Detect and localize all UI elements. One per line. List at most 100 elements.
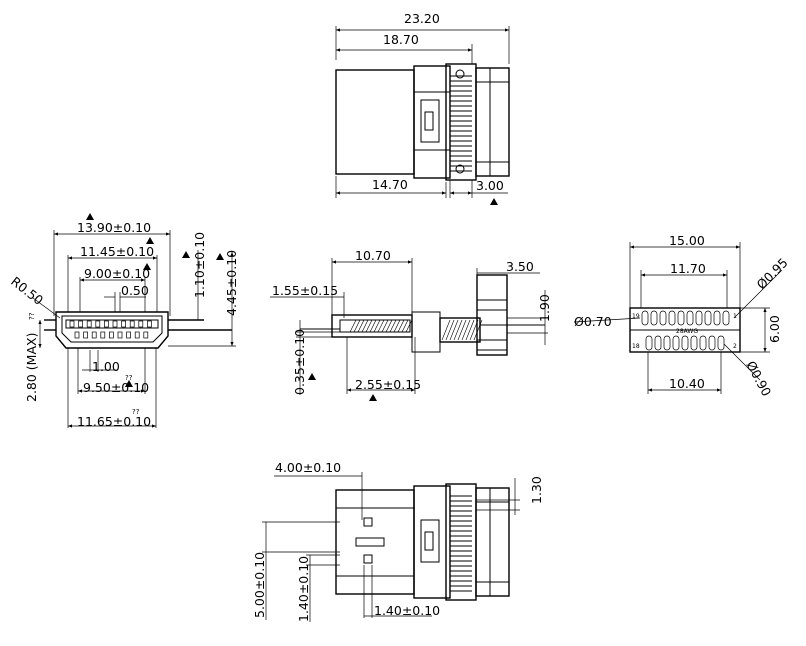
contact-pin	[95, 320, 101, 328]
dim-1-30: 1.30	[529, 476, 544, 504]
dim-11-45: 11.45±0.10	[80, 244, 154, 259]
dim-1-55: 1.55±0.15	[272, 283, 338, 298]
hatch-line	[473, 319, 483, 341]
hatch-line	[373, 319, 381, 333]
solder-cup	[645, 335, 653, 351]
hatch-line	[405, 319, 413, 333]
dim-15-00: 15.00	[669, 233, 705, 248]
hatch-line	[397, 319, 405, 333]
dim-9-00: 9.00±0.10	[84, 266, 150, 281]
unknown-mark-3: ??	[132, 408, 140, 416]
hatch-line	[361, 319, 369, 333]
contact-pin	[86, 320, 92, 328]
contact-pin	[74, 331, 80, 339]
side-view: 10.70 3.50 1.55±0.15 1.90 0.35±0.10	[270, 248, 552, 401]
hatch-line	[393, 319, 401, 333]
solder-cup	[722, 310, 730, 326]
solder-cup	[690, 335, 698, 351]
contact-pin	[91, 331, 97, 339]
dim-2-80-max: 2.80 (MAX)	[24, 333, 39, 402]
dim-0-50: 0.50	[121, 283, 149, 298]
dim-14-70: 14.70	[372, 177, 408, 192]
dim-23-20: 23.20	[404, 11, 440, 26]
dim-4-45: 4.45±0.10	[224, 250, 239, 316]
contact-pin	[104, 320, 109, 328]
contact-pin	[112, 320, 118, 328]
contact-pin	[83, 331, 88, 339]
hatch-line	[377, 319, 385, 333]
solder-cup	[681, 335, 689, 351]
dim-10-40: 10.40	[669, 376, 705, 391]
contact-pin	[138, 320, 144, 328]
contact-pin	[143, 331, 149, 339]
dim-11-70: 11.70	[670, 261, 706, 276]
dim-6-00: 6.00	[767, 315, 782, 343]
contact-pin	[117, 331, 123, 339]
hatch-line	[389, 319, 397, 333]
hatch-line	[381, 319, 389, 333]
dim-1-10: 1.10±0.10	[192, 232, 207, 298]
hatch-line	[349, 319, 357, 333]
dim-2-55: 2.55±0.15	[355, 377, 421, 392]
dim-4-00: 4.00±0.10	[275, 460, 341, 475]
solder-cup	[717, 335, 725, 351]
dim-d0-70: Ø0.70	[574, 314, 612, 329]
unknown-mark-2: ??	[125, 374, 133, 382]
hatch-line	[353, 319, 361, 333]
dim-3-00: 3.00	[476, 178, 504, 193]
pin-18-label: 18	[632, 343, 640, 350]
front-view: 13.90±0.10 11.45±0.10 9.00±0.10 0.50 R0.…	[8, 213, 239, 429]
solder-cup	[695, 310, 703, 326]
top-view: 23.20 18.70 14.70 3.00	[335, 11, 510, 205]
unknown-mark: ??	[28, 312, 36, 320]
contact-pin	[69, 320, 75, 328]
contact-pin	[78, 320, 83, 328]
hatch-line	[441, 319, 451, 341]
solder-cup	[663, 335, 671, 351]
hatch-line	[357, 319, 365, 333]
contact-pin	[134, 331, 140, 339]
dim-d0-90: Ø0.90	[743, 358, 774, 398]
solder-cup	[641, 310, 649, 326]
solder-cup	[677, 310, 685, 326]
hatch-line	[445, 319, 455, 341]
pin-19-label: 19	[632, 313, 640, 320]
triangle-marker	[490, 198, 498, 205]
pin-1-label: 1	[733, 313, 737, 320]
dim-9-50: 9.50±0.10	[83, 380, 149, 395]
dim-5-00: 5.00±0.10	[252, 552, 267, 618]
hatch-line	[453, 319, 463, 341]
hatch-line	[461, 319, 471, 341]
dim-3-50: 3.50	[506, 259, 534, 274]
contact-pin	[126, 331, 131, 339]
pin-2-label: 2	[733, 343, 737, 350]
hatch-line	[457, 319, 467, 341]
solder-cup	[713, 310, 721, 326]
bottom-view: 4.00±0.10 1.30 5.00±0.10 1.40±0.10	[252, 460, 544, 622]
hatch-line	[385, 319, 393, 333]
dim-13-90: 13.90±0.10	[77, 220, 151, 235]
solder-cup	[659, 310, 667, 326]
contact-pin	[121, 320, 126, 328]
dim-10-70: 10.70	[355, 248, 391, 263]
hatch-line	[449, 319, 459, 341]
solder-cup	[704, 310, 712, 326]
hatch-line	[401, 319, 409, 333]
dim-0-35: 0.35±0.10	[292, 329, 307, 395]
dim-r0-50: R0.50	[8, 274, 46, 308]
contact-pin	[100, 331, 106, 339]
dim-1-00: 1.00	[92, 359, 120, 374]
contact-pin	[129, 320, 135, 328]
hatch-line	[365, 319, 373, 333]
solder-cup	[668, 310, 676, 326]
label-28awg: 28AWG	[676, 328, 698, 335]
dim-1-40-horizontal: 1.40±0.10	[374, 603, 440, 618]
solder-cup	[708, 335, 716, 351]
solder-cup	[686, 310, 694, 326]
dim-1-90: 1.90	[537, 294, 552, 322]
dim-11-65: 11.65±0.10	[77, 414, 151, 429]
solder-cup	[699, 335, 707, 351]
solder-cup	[650, 310, 658, 326]
hatch-line	[369, 319, 377, 333]
